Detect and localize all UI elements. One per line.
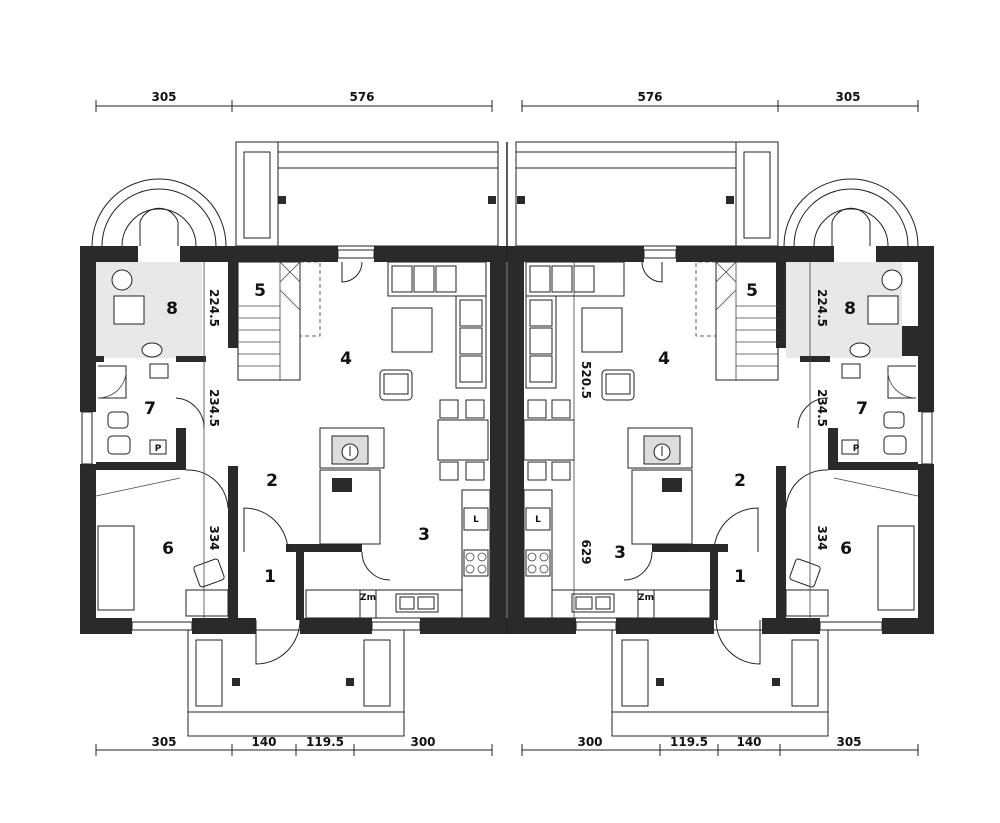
vdim-left-2: 234.5 (207, 389, 221, 427)
fridge-label-right: L (535, 515, 541, 525)
bay-windows (91, 178, 919, 247)
stairs-left (237, 261, 321, 381)
vdim-right-2: 234.5 (815, 389, 829, 427)
dim-bottom-left-1: 305 (151, 735, 176, 749)
zm-label-left: Zm (360, 593, 376, 603)
vdim-right-3: 334 (815, 525, 829, 550)
furniture-left (95, 261, 491, 619)
stairs-right (695, 261, 779, 381)
dim-top-right-2: 305 (835, 90, 860, 104)
room-label-4-right: 4 (658, 349, 670, 369)
vertical-dim-guides (203, 262, 811, 620)
room-labels-right: 1 2 3 4 5 6 7 8 Zm L P 224.5 234.5 334 5… (535, 281, 868, 603)
vdim-left-3: 334 (207, 525, 221, 550)
dimension-lines (95, 100, 919, 756)
walls (80, 142, 934, 634)
room-label-7-right: 7 (856, 399, 868, 419)
windows (81, 249, 933, 631)
dim-bottom-right-2: 119.5 (670, 735, 708, 749)
vdim-right-4: 520.5 (579, 361, 593, 399)
vdim-right-1: 224.5 (815, 289, 829, 327)
room-label-1-right: 1 (734, 567, 746, 587)
room-label-5-left: 5 (254, 281, 266, 301)
room-label-4-left: 4 (340, 349, 352, 369)
dim-bottom-left-2: 140 (251, 735, 276, 749)
fridge-label-left: L (473, 515, 479, 525)
room-label-7-left: 7 (144, 399, 156, 419)
bottom-terraces (187, 629, 829, 737)
room-label-6-right: 6 (840, 539, 852, 559)
room-label-6-left: 6 (162, 539, 174, 559)
room-labels-left: 1 2 3 4 5 6 7 8 Zm L P 224.5 234.5 334 (144, 281, 479, 603)
toilet-label-right: P (853, 444, 860, 454)
dim-bottom-right-4: 305 (836, 735, 861, 749)
zm-label-right: Zm (638, 593, 654, 603)
dim-bottom-right-1: 300 (577, 735, 602, 749)
doors (175, 261, 829, 665)
dim-bottom-left-4: 300 (410, 735, 435, 749)
room-label-8-left: 8 (166, 299, 178, 319)
dim-bottom-right-3: 140 (736, 735, 761, 749)
room-label-8-right: 8 (844, 299, 856, 319)
room-label-2-left: 2 (266, 471, 278, 491)
furniture-right (523, 261, 919, 619)
vdim-right-5: 629 (579, 539, 593, 564)
vdim-left-1: 224.5 (207, 289, 221, 327)
dim-top-left-2: 576 (349, 90, 374, 104)
room-label-5-right: 5 (746, 281, 758, 301)
dim-bottom-left-3: 119.5 (306, 735, 344, 749)
room-label-2-right: 2 (734, 471, 746, 491)
room-label-1-left: 1 (264, 567, 276, 587)
room-label-3-right: 3 (614, 543, 626, 563)
dimension-labels: 305 576 576 305 305 140 119.5 300 300 11… (151, 90, 861, 749)
dim-top-right-1: 576 (637, 90, 662, 104)
room-label-3-left: 3 (418, 525, 430, 545)
dim-top-left-1: 305 (151, 90, 176, 104)
toilet-label-left: P (155, 444, 162, 454)
top-terraces (235, 141, 779, 247)
